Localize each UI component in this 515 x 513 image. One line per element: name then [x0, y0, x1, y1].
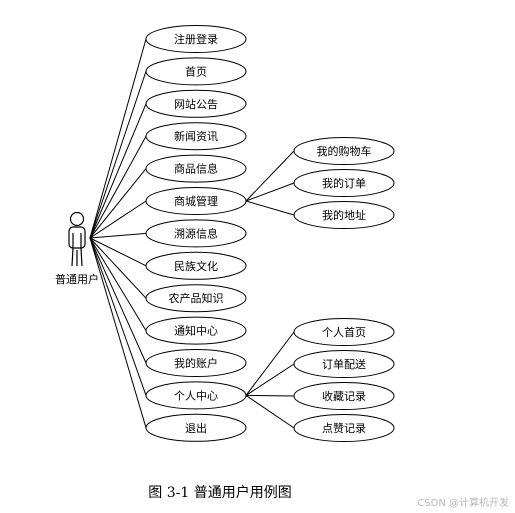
- use-case-label: 农产品知识: [169, 291, 224, 305]
- use-case-ethnic-culture: [145, 251, 247, 280]
- figure-caption: 图 3-1 普通用户用例图: [148, 485, 292, 501]
- association-line: [89, 135, 147, 239]
- sub-case-label: 点赞记录: [322, 422, 366, 435]
- use-case-label: 商品信息: [174, 162, 218, 176]
- use-case-trace-info: [145, 219, 247, 248]
- actor-leg-line: [80, 247, 83, 267]
- use-case-group: 注册登录首页网站公告新闻资讯商品信息商城管理溯源信息民族文化农产品知识通知中心我…: [145, 25, 247, 442]
- sub-case: [293, 382, 395, 410]
- association-line: [89, 71, 147, 239]
- include-line: [245, 363, 295, 396]
- use-case-label: 商城管理: [174, 194, 218, 208]
- use-case-label: 通知中心: [174, 324, 218, 338]
- actor-body-icon: [68, 226, 86, 249]
- use-case-announcement: [145, 89, 247, 118]
- watermark: CSDN @计算机开发: [417, 498, 509, 509]
- sub-case-label: 我的地址: [322, 208, 366, 222]
- association-line: [89, 237, 147, 331]
- use-case-product-info: [145, 154, 247, 183]
- sub-case-label: 收藏记录: [322, 389, 366, 403]
- use-case-news: [145, 122, 247, 151]
- include-line: [245, 200, 295, 216]
- actor-stick-figure: [68, 211, 86, 267]
- use-case-label: 新闻资讯: [174, 129, 218, 143]
- association-line: [89, 200, 147, 239]
- actor-leg-line: [71, 247, 74, 267]
- include-line: [245, 394, 295, 429]
- sub-case: [293, 414, 395, 442]
- use-case-label: 注册登录: [174, 32, 218, 46]
- use-case-label: 个人中心: [174, 389, 218, 402]
- sub-case-label: 我的购物车: [317, 144, 372, 158]
- use-case-register: [145, 25, 247, 53]
- association-line: [89, 103, 147, 239]
- association-line: [89, 232, 147, 239]
- include-line: [245, 150, 295, 202]
- use-case-label: 溯源信息: [174, 226, 218, 240]
- use-case-notice-center: [145, 316, 247, 345]
- association-line: [89, 38, 147, 239]
- association-line: [89, 168, 147, 239]
- sub-case: [293, 137, 395, 165]
- sub-case-label: 订单配送: [322, 357, 366, 371]
- sub-case: [293, 318, 395, 346]
- use-case-label: 网站公告: [174, 97, 218, 111]
- use-case-personal-center: [145, 381, 247, 410]
- use-case-home: [145, 57, 247, 86]
- use-case-label: 我的账户: [174, 356, 218, 370]
- association-lines: [89, 38, 295, 429]
- include-line: [245, 394, 295, 397]
- use-case-my-account: [145, 349, 247, 377]
- use-case-mall-manage: [145, 187, 247, 215]
- association-line: [89, 237, 147, 267]
- actor-head-icon: [69, 211, 85, 227]
- use-case-agri-knowledge: [145, 284, 247, 313]
- use-case-label: 退出: [185, 421, 207, 435]
- use-case-logout: [145, 413, 247, 442]
- association-line: [89, 237, 147, 364]
- include-line: [245, 331, 295, 396]
- association-line: [89, 237, 147, 396]
- actor-label: 普通用户: [55, 272, 99, 286]
- sub-case-label: 我的订单: [322, 176, 366, 190]
- sub-case: [293, 350, 395, 378]
- sub-case: [293, 169, 395, 197]
- association-line: [89, 237, 147, 428]
- sub-case-label: 个人首页: [322, 325, 366, 339]
- include-line: [245, 182, 295, 202]
- sub-case: [293, 201, 395, 229]
- association-line: [89, 237, 147, 299]
- use-case-label: 首页: [185, 64, 207, 78]
- use-case-label: 民族文化: [174, 259, 218, 273]
